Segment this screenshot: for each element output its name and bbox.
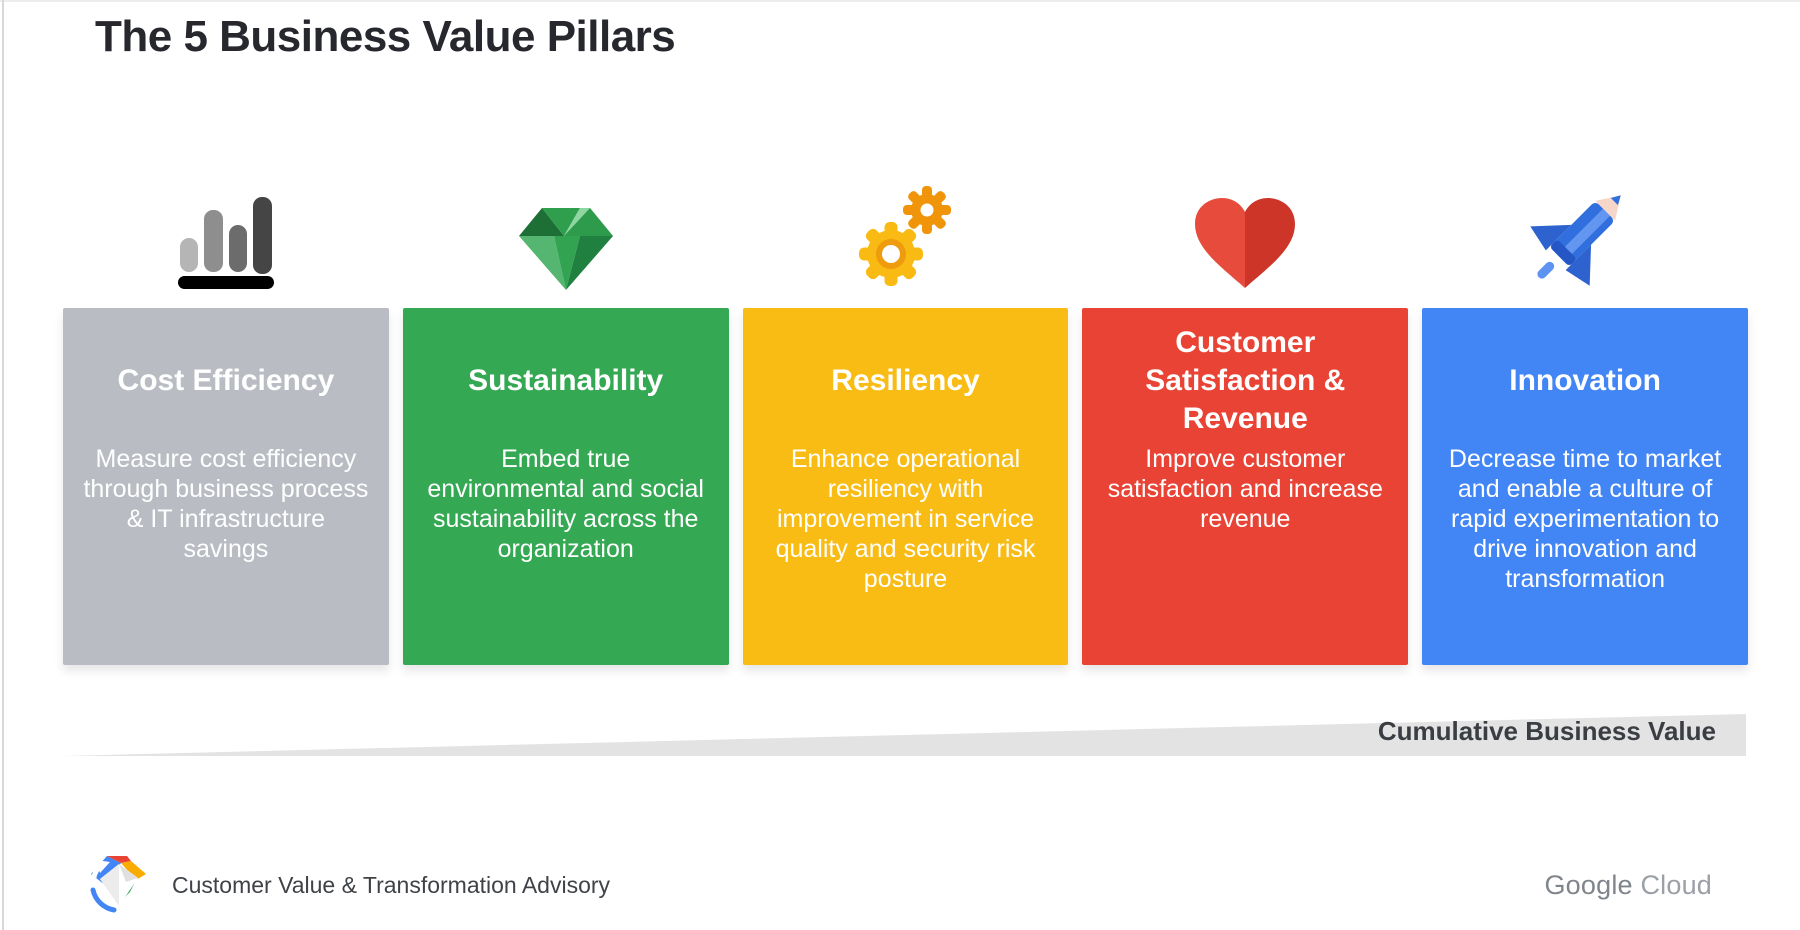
pillar-sustainability: Sustainability Embed true environmental … xyxy=(402,178,729,665)
cvta-logo-icon xyxy=(90,856,146,913)
google-wordmark: Google xyxy=(1544,870,1633,900)
pillar-card: Cost Efficiency Measure cost efficiency … xyxy=(63,308,389,665)
emerald-icon xyxy=(518,208,613,290)
icon-wrap xyxy=(1082,178,1408,292)
pillar-title: Innovation xyxy=(1509,364,1661,397)
slide-top-edge xyxy=(0,0,1800,2)
pillar-description: Measure cost efficiency through business… xyxy=(83,445,369,563)
google-cloud-logo: Google Cloud xyxy=(1544,870,1712,901)
cloud-wordmark: Cloud xyxy=(1640,870,1712,900)
pillar-customer-satisfaction: Customer Satisfaction & Revenue Improve … xyxy=(1082,178,1409,665)
pillar-title: Customer Satisfaction & Revenue xyxy=(1145,326,1346,435)
slide-left-edge xyxy=(2,0,4,930)
pillar-card: Customer Satisfaction & Revenue Improve … xyxy=(1082,308,1409,665)
icon-wrap xyxy=(403,178,729,292)
page-title: The 5 Business Value Pillars xyxy=(95,12,676,61)
pillar-description: Enhance operational resiliency with impr… xyxy=(775,445,1036,593)
pillar-card: Resiliency Enhance operational resilienc… xyxy=(742,308,1069,665)
cumulative-value-label: Cumulative Business Value xyxy=(1377,716,1716,746)
bar-chart-icon xyxy=(177,197,274,289)
footer-brand-text: Customer Value & Transformation Advisory xyxy=(172,872,611,898)
gears-icon xyxy=(859,186,952,286)
pillar-description: Decrease time to market and enable a cul… xyxy=(1448,445,1722,593)
icon-wrap xyxy=(1422,178,1748,292)
heart-icon xyxy=(1195,198,1296,288)
icon-wrap xyxy=(63,178,389,292)
pillar-innovation: Innovation Decrease time to market and e… xyxy=(1422,178,1748,665)
icon-wrap xyxy=(743,178,1069,292)
pillar-description: Embed true environmental and social sust… xyxy=(427,445,704,563)
cumulative-value-wedge xyxy=(63,714,1746,756)
pillar-description: Improve customer satisfaction and increa… xyxy=(1107,445,1383,533)
pillar-card: Innovation Decrease time to market and e… xyxy=(1422,308,1748,665)
pillar-title: Resiliency xyxy=(831,364,980,397)
pillar-cost-efficiency: Cost Efficiency Measure cost efficiency … xyxy=(63,178,389,665)
pillar-resiliency: Resiliency Enhance operational resilienc… xyxy=(742,178,1069,665)
pillar-title: Cost Efficiency xyxy=(117,364,335,397)
pillars-row: Cost Efficiency Measure cost efficiency … xyxy=(63,178,1748,665)
rocket-pencil-icon xyxy=(1529,195,1621,286)
pillar-title: Sustainability xyxy=(468,364,664,397)
pillar-card: Sustainability Embed true environmental … xyxy=(402,308,729,665)
